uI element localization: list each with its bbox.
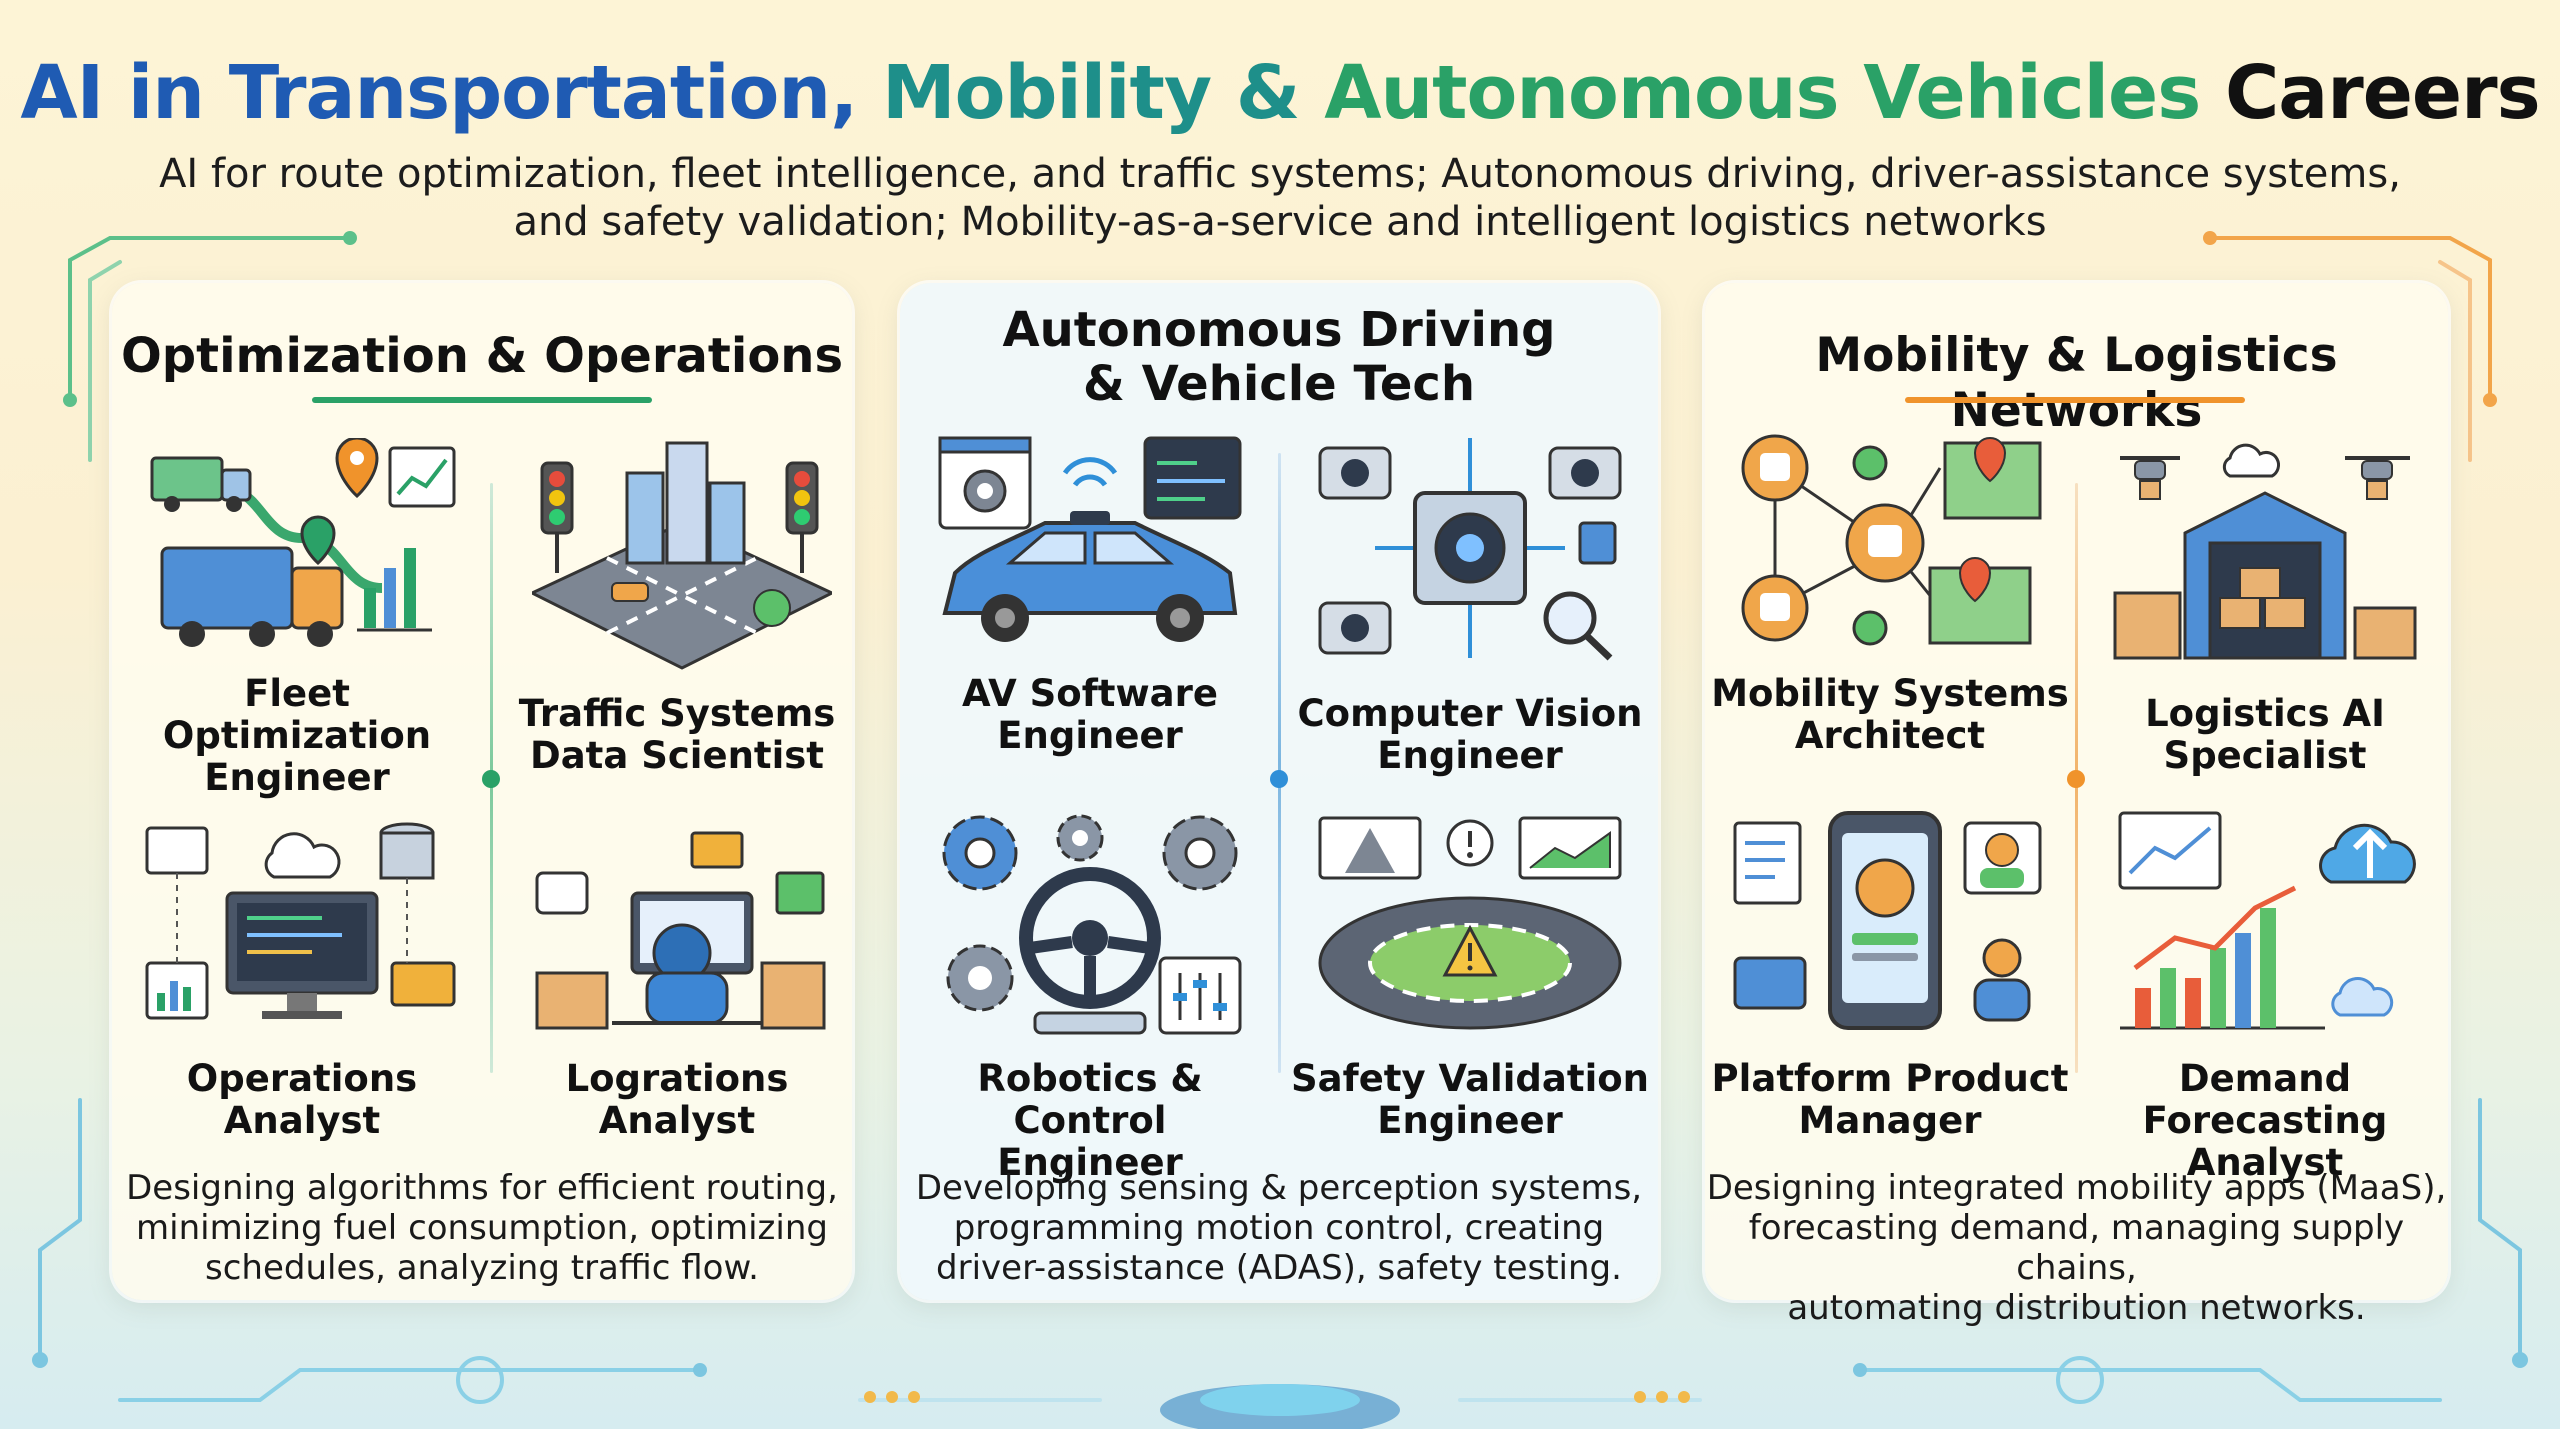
role-logistics-ai-specialist: Logistics AI Specialist [2145,692,2385,777]
page-title: AI in Transportation, Mobility & Autonom… [0,50,2560,136]
panel-description: Developing sensing & perception systems,… [915,1168,1643,1288]
title-part-3: Autonomous Vehicles [1324,50,2201,136]
steering-gears-icon [942,814,1242,1035]
role-mobility-systems-architect: Mobility Systems Architect [1711,672,2069,757]
forecast-chart-icon [2118,811,2416,1030]
page-subtitle: AI for route optimization, fleet intelli… [0,150,2560,246]
panel-divider-dot [482,770,500,788]
panel-divider [1278,453,1281,1073]
role-platform-product-manager: Platform Product Manager [1711,1057,2069,1142]
test-track-icon [1318,816,1622,1030]
subtitle-line-2: and safety validation; Mobility-as-a-ser… [513,199,2047,245]
panel-description: Designing algorithms for efficient routi… [126,1168,838,1288]
logistics-desk-icon [535,831,826,1030]
panel-title: Autonomous Driving & Vehicle Tech [900,303,1658,411]
mobility-hub-icon [1741,434,2042,646]
role-logrations-analyst: Logrations Analyst [565,1057,789,1142]
truck-route-icon [150,438,456,647]
city-traffic-icon [532,441,832,670]
panel-divider-dot [2067,770,2085,788]
title-part-2: Mobility & [881,50,1300,136]
panel-title-line-2: & Vehicle Tech [1083,356,1475,412]
role-safety-validation-engineer: Safety Validation Engineer [1290,1057,1650,1142]
role-av-software-engineer: AV Software Engineer [962,672,1218,757]
role-fleet-optimization-engineer: Fleet Optimization Engineer [162,672,432,799]
panel-divider-dot [1270,770,1288,788]
title-part-1: AI in Transportation, [20,50,858,136]
panel-mobility-logistics: Mobility & Logistics Networks Mobility S… [1705,283,2448,1328]
panel-title-line-1: Autonomous Driving [1002,302,1556,358]
subtitle-line-1: AI for route optimization, fleet intelli… [159,151,2401,197]
mobile-app-icon [1733,811,2042,1030]
panel-autonomous-driving: Autonomous Driving & Vehicle Tech [900,283,1658,1300]
panel-title: Mobility & Logistics Networks [1815,328,2338,438]
camera-network-icon [1318,438,1622,661]
role-demand-forecasting-analyst: Demand Forecasting Analyst [2142,1057,2388,1184]
panel-title: Optimization & Operations [120,328,844,384]
panel-title-underline [312,397,652,403]
role-traffic-systems-data-scientist: Traffic Systems Data Scientist [518,692,836,777]
warehouse-drone-icon [2113,443,2417,660]
panel-description: Designing integrated mobility apps (MaaS… [1706,1168,2447,1328]
role-robotics-control-engineer: Robotics & Control Engineer [977,1057,1203,1184]
panel-optimization-operations: Optimization & Operations [112,283,852,1300]
role-computer-vision-engineer: Computer Vision Engineer [1297,692,1643,777]
role-operations-analyst: Operations Analyst [186,1057,418,1142]
panel-title-underline [1905,397,2245,403]
autonomous-car-icon [938,436,1242,642]
title-part-4: Careers [2225,50,2541,136]
operations-computer-icon [145,822,456,1020]
